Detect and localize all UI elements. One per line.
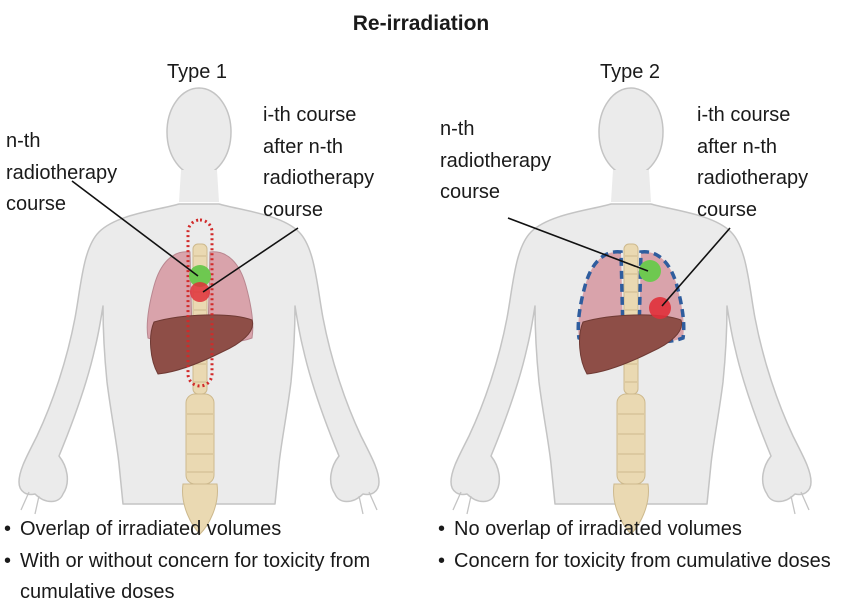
type-2-bullet-list: No overlap of irradiated volumes Concern… (436, 514, 836, 577)
panel-title-type-2: Type 2 (600, 61, 661, 83)
type-1-bullet-list: Overlap of irradiated volumes With or wi… (2, 514, 407, 609)
type-1-label-ith-course: i-th course after n-th radiotherapy cour… (263, 104, 375, 221)
type-1-leader-nth (71, 180, 199, 277)
type-1-label-nth-course: n-th radiotherapy course (6, 130, 118, 215)
type-1-bullet-2: With or without concern for toxicity fro… (2, 546, 407, 609)
type-2-target-nth-course (639, 260, 661, 282)
type-2-label-nth-course: n-th radiotherapy course (440, 118, 552, 203)
type-2-leader-nth (507, 217, 649, 272)
type-1-target-nth-course (189, 265, 211, 287)
type-2-label-ith-course: i-th course after n-th radiotherapy cour… (697, 104, 809, 221)
type-1-spinal-irradiated-outline (186, 218, 214, 388)
type-1-target-ith-course (190, 282, 210, 302)
figure-title: Re-irradiation (352, 12, 490, 35)
panel-title-type-1: Type 1 (167, 61, 228, 83)
type-2-bullet-2: Concern for toxicity from cumulative dos… (436, 546, 836, 578)
type-1-leader-ith (202, 227, 299, 293)
type-2-bullet-1: No overlap of irradiated volumes (436, 514, 836, 546)
type-1-bullet-1: Overlap of irradiated volumes (2, 514, 407, 546)
type-2-leader-ith (661, 227, 731, 307)
